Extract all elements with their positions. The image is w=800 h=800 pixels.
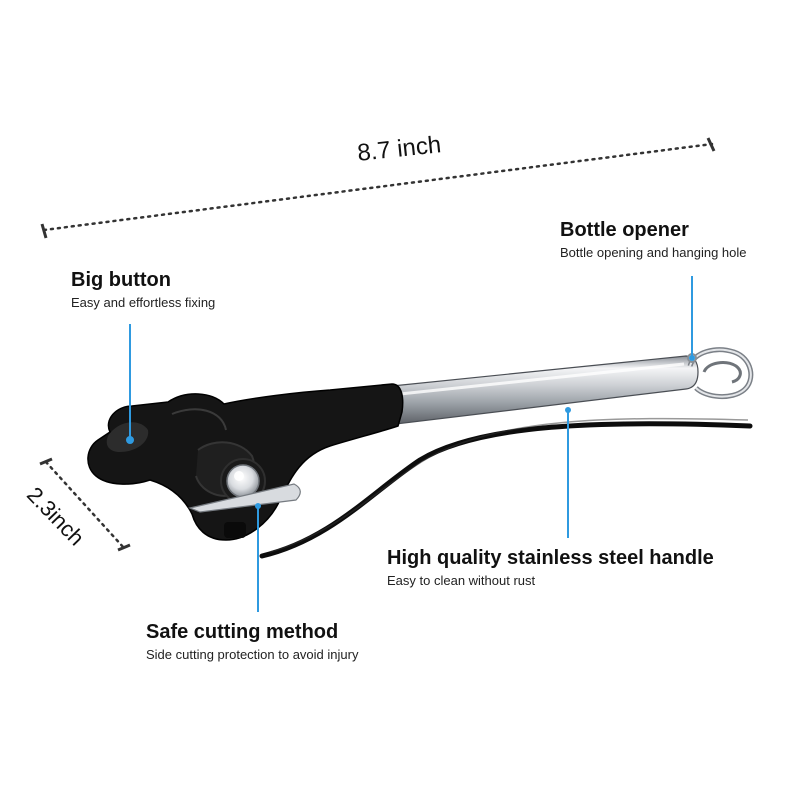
callout-subtitle: Bottle opening and hanging hole xyxy=(560,245,747,260)
callout-steel-handle: High quality stainless steel handle Easy… xyxy=(387,546,714,590)
callout-subtitle: Easy and effortless fixing xyxy=(71,295,216,310)
callout-title: Big button xyxy=(71,269,171,291)
length-dimension-line xyxy=(40,137,716,239)
callout-big-button: Big button Easy and effortless fixing xyxy=(71,268,215,312)
height-dimension-line xyxy=(39,457,131,552)
callout-bottle-opener: Bottle opener Bottle opening and hanging… xyxy=(560,218,747,262)
callout-title: High quality stainless steel handle xyxy=(387,547,714,569)
callout-subtitle: Side cutting protection to avoid injury xyxy=(146,647,359,662)
callout-title: Safe cutting method xyxy=(146,621,339,643)
callout-safe-cutting: Safe cutting method Side cutting protect… xyxy=(146,620,358,664)
callout-title: Bottle opener xyxy=(560,219,689,241)
callout-subtitle: Easy to clean without rust xyxy=(387,573,536,588)
cutting-knob xyxy=(187,458,301,513)
pointer-lines xyxy=(126,276,695,612)
steel-handle xyxy=(391,355,699,425)
